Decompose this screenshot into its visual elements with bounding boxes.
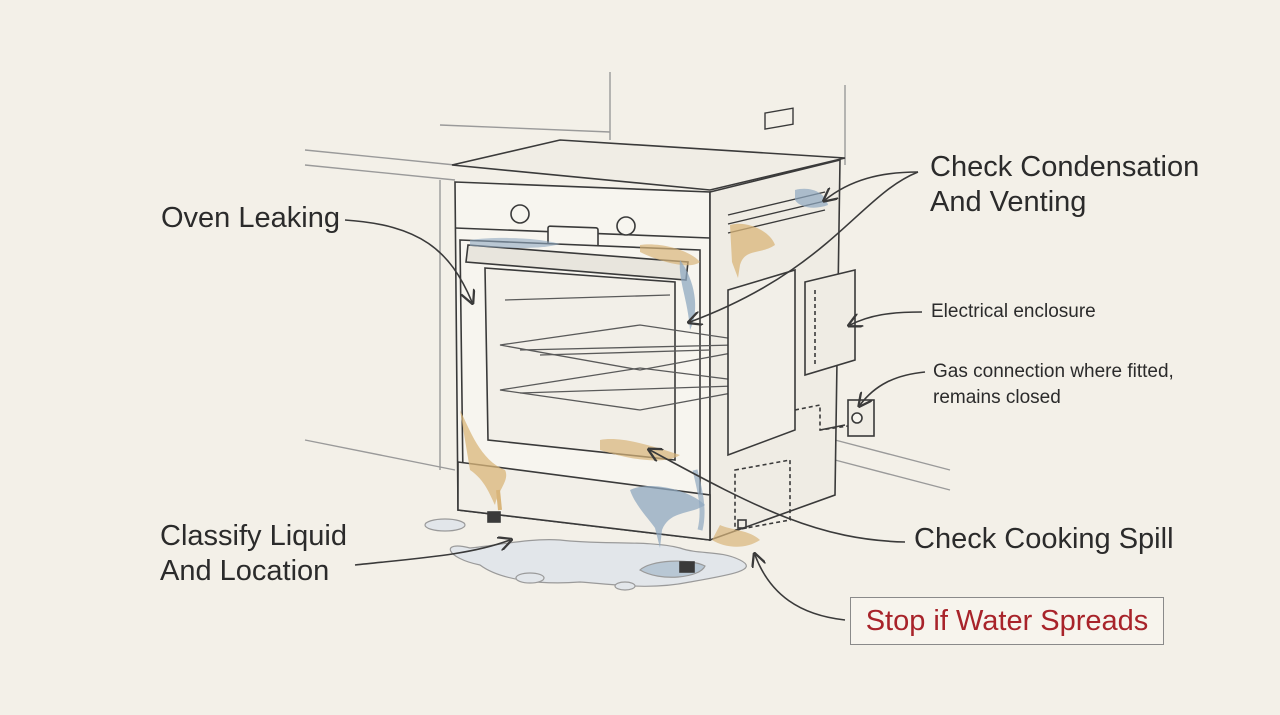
- floor-puddle: [424, 518, 747, 591]
- kitchen-background: [304, 72, 951, 491]
- label-classify-line1: Classify Liquid: [160, 520, 347, 552]
- label-electrical-enclosure: Electrical enclosure: [931, 301, 1096, 322]
- arrow-classify: [354, 540, 510, 566]
- arrow-gas: [860, 371, 926, 405]
- arrow-condensation-door: [690, 171, 919, 322]
- arrow-condensation-vent: [825, 171, 919, 200]
- label-gas-line1: Gas connection where fitted,: [933, 361, 1174, 382]
- label-check-cooking-spill: Check Cooking Spill: [914, 523, 1174, 555]
- warning-box: Stop if Water Spreads: [850, 597, 1164, 645]
- label-check-condensation: Check Condensation And Venting: [930, 150, 1199, 220]
- label-gas-connection: Gas connection where fitted, remains clo…: [933, 359, 1174, 410]
- label-condensation-line1: Check Condensation: [930, 151, 1200, 183]
- label-classify-line2: And Location: [160, 554, 330, 587]
- label-gas-line2: remains closed: [933, 386, 1061, 408]
- arrow-stop-water: [755, 555, 846, 621]
- label-stop-water-spreads: Stop if Water Spreads: [865, 604, 1149, 637]
- arrow-cooking-spill: [650, 450, 906, 543]
- arrow-oven-leaking: [344, 219, 472, 302]
- label-oven-leaking: Oven Leaking: [161, 202, 340, 234]
- label-condensation-line2: And Venting: [930, 185, 1087, 218]
- label-classify-liquid: Classify Liquid And Location: [160, 519, 347, 589]
- callout-arrows: [344, 171, 926, 621]
- arrow-electrical: [850, 311, 923, 325]
